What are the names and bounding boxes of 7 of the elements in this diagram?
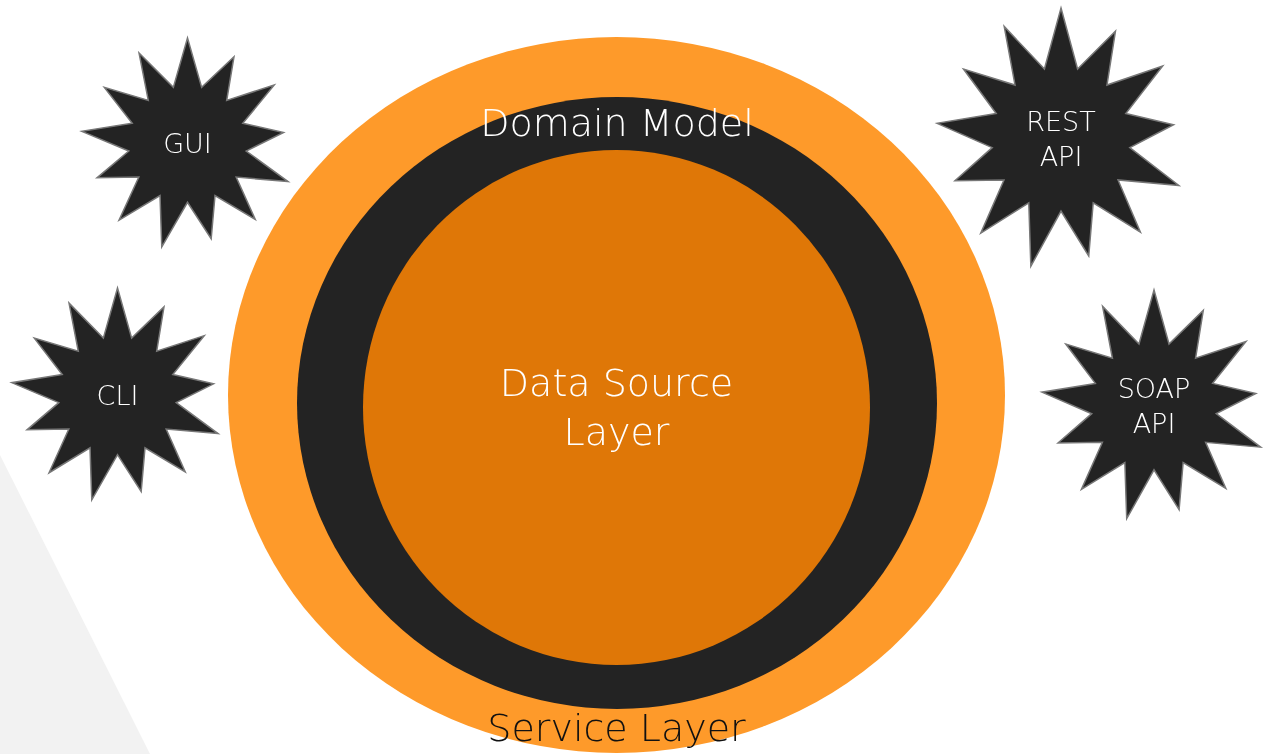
node-label: SOAP API xyxy=(1116,371,1192,441)
node-label: GUI xyxy=(162,127,213,162)
node-label: REST API xyxy=(1025,104,1097,174)
node-label: CLI xyxy=(95,378,140,413)
node-label: Service Layer xyxy=(486,704,747,752)
node-label: Data Source Layer xyxy=(498,359,735,456)
node-label: Domain Model xyxy=(479,100,755,147)
